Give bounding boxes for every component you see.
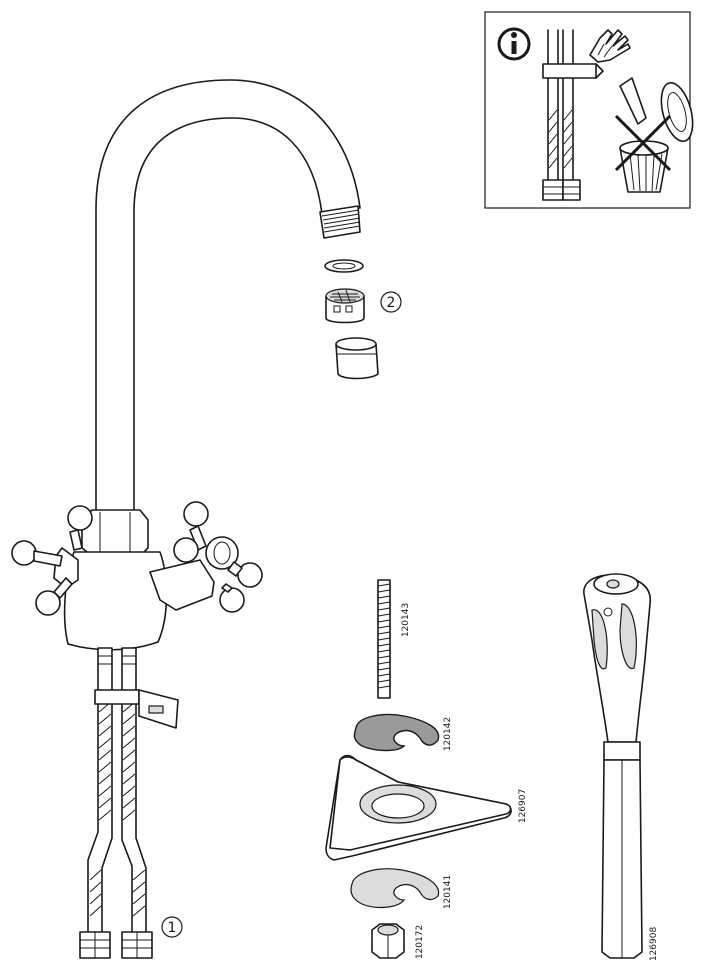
- aerator-housing: [335, 337, 379, 380]
- trash-bin-icon: [619, 77, 694, 193]
- upper-horseshoe-washer: 120142: [353, 713, 453, 752]
- threaded-rod: 120143: [377, 579, 411, 699]
- triangle-plate-part-number: 126907: [518, 789, 528, 823]
- wrench-tool: 126908: [583, 573, 659, 962]
- hose-callout-number: 1: [168, 920, 177, 936]
- threaded-rod-part-number: 120143: [401, 603, 411, 637]
- hand-icon: [589, 29, 631, 63]
- lower-horseshoe-washer: 120141: [350, 868, 453, 909]
- hose-callout: 1: [161, 916, 183, 938]
- nut: 120172: [371, 923, 425, 959]
- info-panel: [484, 11, 694, 209]
- aerator-callout-number: 2: [387, 295, 396, 311]
- aerator-parts: [324, 259, 379, 380]
- panel-hoses: [542, 29, 604, 201]
- aerator-insert: [325, 288, 365, 324]
- upper-washer-part-number: 120142: [443, 717, 453, 751]
- nut-part-number: 120172: [415, 925, 425, 959]
- aerator-callout: 2: [380, 291, 402, 313]
- info-icon: [497, 27, 531, 61]
- cross-out-icon: [614, 114, 672, 172]
- faucet: [11, 79, 361, 651]
- flexible-hoses: [79, 647, 179, 959]
- triangle-plate: 126907: [325, 754, 528, 861]
- wrench-part-number: 126908: [649, 927, 659, 962]
- aerator-washer: [324, 259, 364, 273]
- lower-washer-part-number: 120141: [443, 875, 453, 909]
